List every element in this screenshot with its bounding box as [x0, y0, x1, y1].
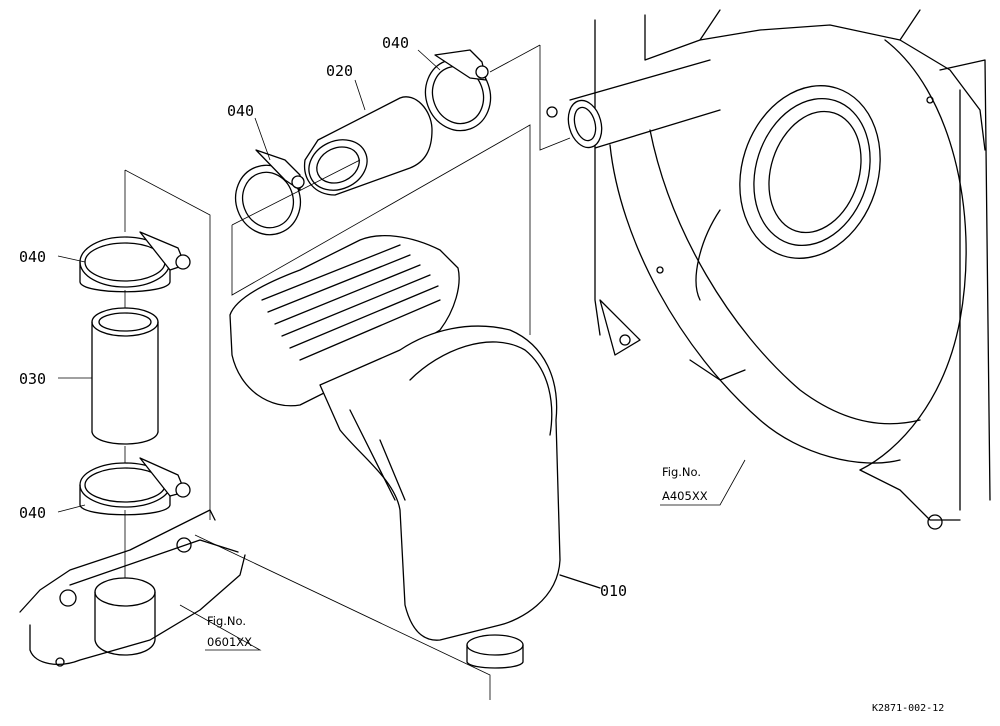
hose-clamp-upper-right: [424, 49, 492, 132]
hose-020: [303, 96, 433, 196]
assembly-guide-lines: [124, 44, 571, 700]
part-label-040-upper-right: 040: [382, 34, 409, 52]
fig-ref-a-line1: Fig.No.: [662, 465, 701, 479]
part-label-010: 010: [600, 582, 627, 600]
hose-clamp-upper-left: [234, 149, 305, 236]
part-label-040-upper-left: 040: [227, 102, 254, 120]
part-label-040-left-bottom: 040: [19, 504, 46, 522]
drawing-code: K2871-002-12: [872, 703, 944, 714]
fig-ref-a-line2: A405XX: [662, 489, 708, 503]
shroud-inlet-tube: [546, 59, 721, 149]
part-label-030: 030: [19, 370, 46, 388]
air-cleaner-body: [229, 235, 601, 669]
figure-references: Fig.No. A405XX Fig.No. 0601XX: [207, 465, 708, 649]
fig-ref-b-line2: 0601XX: [207, 635, 252, 649]
engine-intake-port: [19, 509, 246, 667]
leader-lines: [57, 49, 746, 651]
hose-clamp-left-bottom: [79, 457, 191, 516]
fan-shroud: [594, 9, 991, 530]
part-label-040-left-top: 040: [19, 248, 46, 266]
part-labels: 040 020 040 040 030 040 010: [19, 34, 627, 600]
hose-clamp-left-top: [79, 231, 191, 293]
part-label-020: 020: [326, 62, 353, 80]
hose-030: [91, 307, 159, 445]
fig-ref-b-line1: Fig.No.: [207, 614, 246, 628]
